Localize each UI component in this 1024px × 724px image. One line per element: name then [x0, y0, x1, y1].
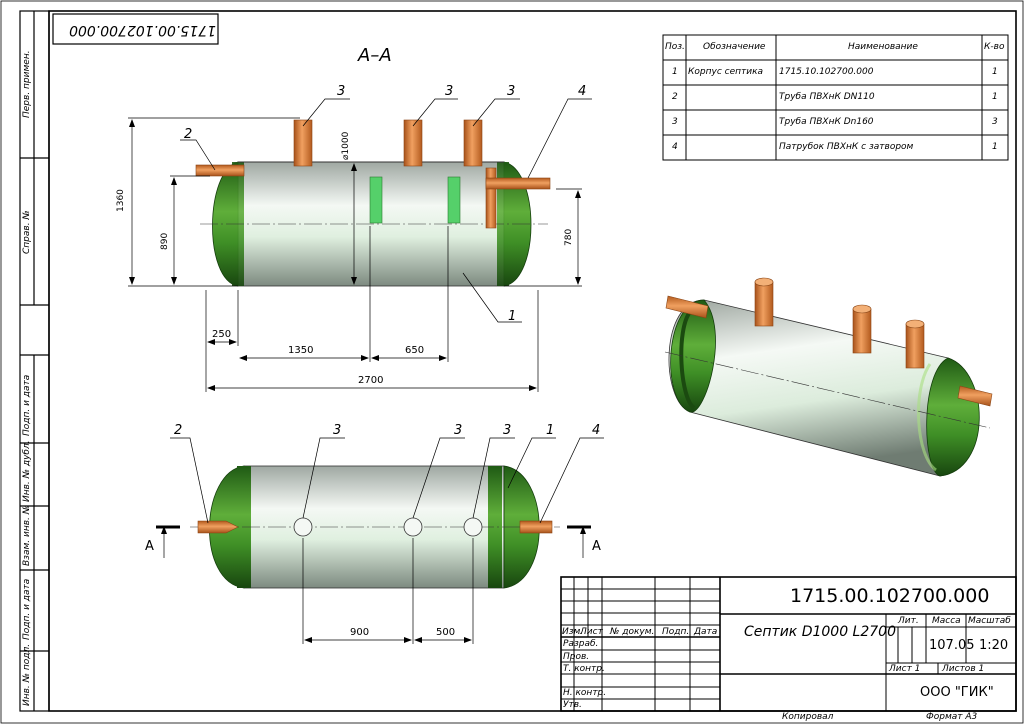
callout-3f: 3: [503, 423, 512, 438]
callout-3d: 3: [333, 423, 342, 438]
front-view-tank: [195, 119, 551, 287]
stamp-podp-data-2: Подп. и дата: [22, 578, 32, 640]
rotated-code-box: [52, 13, 219, 45]
spec-row-1-name: 1715.10.102700.000: [779, 67, 874, 77]
dim-900: 900: [350, 627, 370, 638]
title-sheets: Листов 1: [942, 664, 985, 674]
dim-diameter: ⌀1000: [341, 131, 351, 160]
dim-780: 780: [564, 228, 574, 246]
spec-row-1-code: Корпус септика: [688, 67, 764, 77]
spec-row-1-qty: 1: [992, 67, 998, 77]
dim-650: 650: [405, 345, 425, 356]
title-doc-code: 1715.00.102700.000: [790, 585, 990, 607]
role-razrab: Разраб.: [563, 639, 599, 649]
left-stamp-strip: [19, 10, 50, 712]
stamp-vzam-inv: Взам. инв. №: [22, 504, 32, 566]
role-prov: Пров.: [563, 652, 590, 662]
callout-3c: 3: [507, 84, 516, 99]
spec-row-3-qty: 3: [992, 117, 998, 127]
dim-1350: 1350: [288, 345, 314, 356]
stamp-podp-data-1: Подп. и дата: [22, 374, 32, 436]
dim-250: 250: [212, 329, 232, 340]
footer-copied: Копировал: [782, 712, 834, 722]
section-mark-right: A: [592, 539, 601, 554]
title-scale: 1:20: [979, 638, 1009, 653]
callout-4-front: 4: [578, 84, 587, 99]
spec-header-code: Обозначение: [703, 42, 766, 52]
callout-1-front: 1: [508, 309, 517, 324]
title-scale-label: Масштаб: [968, 616, 1011, 626]
title-sheet: Лист 1: [889, 664, 921, 674]
spec-row-3-name: Труба ПВХнК Dn160: [779, 117, 874, 127]
col-izm: Изм.: [562, 627, 584, 637]
callout-3e: 3: [454, 423, 463, 438]
spec-row-2-qty: 1: [992, 92, 998, 102]
top-view-dimensions: [156, 437, 604, 644]
callout-2-top: 2: [174, 423, 183, 438]
role-nkontr: Н. контр.: [563, 688, 607, 698]
spec-row-4-name: Патрубок ПВХнК с затвором: [779, 142, 914, 152]
title-company: ООО "ГИК": [920, 685, 994, 700]
top-view-tank: [190, 465, 560, 589]
col-dokum: № докум.: [610, 627, 655, 637]
role-utv: Утв.: [563, 700, 582, 710]
stamp-perv-primen: Перв. примен.: [22, 50, 32, 118]
rotated-doc-code: 1715.00.102700.000: [69, 22, 216, 38]
role-tkontr: Т. контр.: [563, 664, 605, 674]
callout-4-top: 4: [592, 423, 601, 438]
title-mass-label: Масса: [932, 616, 961, 626]
spec-row-3-pos: 3: [672, 117, 678, 127]
spec-row-4-pos: 4: [672, 142, 678, 152]
title-lit-label: Лит.: [898, 616, 919, 626]
stamp-inv-podl: Инв. № подл.: [22, 643, 32, 706]
spec-header-pos: Поз.: [665, 42, 685, 52]
spec-row-4-qty: 1: [992, 142, 998, 152]
callout-3b: 3: [445, 84, 454, 99]
stamp-inv-dubl: Инв. № дубл.: [22, 440, 32, 502]
callout-2-front: 2: [184, 127, 193, 142]
title-product: Септик D1000 L2700: [744, 624, 896, 640]
stamp-sprav-no: Справ. №: [22, 210, 32, 254]
section-title: A–A: [358, 45, 392, 66]
callout-3a: 3: [337, 84, 346, 99]
spec-row-2-name: Труба ПВХнК DN110: [779, 92, 875, 102]
callout-1-top: 1: [546, 423, 555, 438]
spec-row-2-pos: 2: [672, 92, 678, 102]
front-view-dimensions: [128, 98, 592, 392]
spec-row-1-pos: 1: [672, 67, 678, 77]
title-mass: 107.05: [929, 638, 975, 653]
section-mark-left: A: [145, 539, 154, 554]
footer-format: Формат А3: [926, 712, 978, 722]
dim-1360: 1360: [116, 189, 126, 212]
isometric-view-tank: [664, 277, 993, 477]
dim-890: 890: [160, 232, 170, 250]
dim-500: 500: [436, 627, 456, 638]
col-podp: Подп.: [662, 627, 690, 637]
dim-2700: 2700: [358, 375, 384, 386]
spec-header-qty: К-во: [984, 42, 1005, 52]
col-list: Лист: [580, 627, 603, 637]
spec-table-grid: [662, 34, 1009, 161]
col-data: Дата: [694, 627, 718, 637]
spec-header-name: Наименование: [848, 42, 918, 52]
title-block-grid: [560, 576, 1017, 712]
